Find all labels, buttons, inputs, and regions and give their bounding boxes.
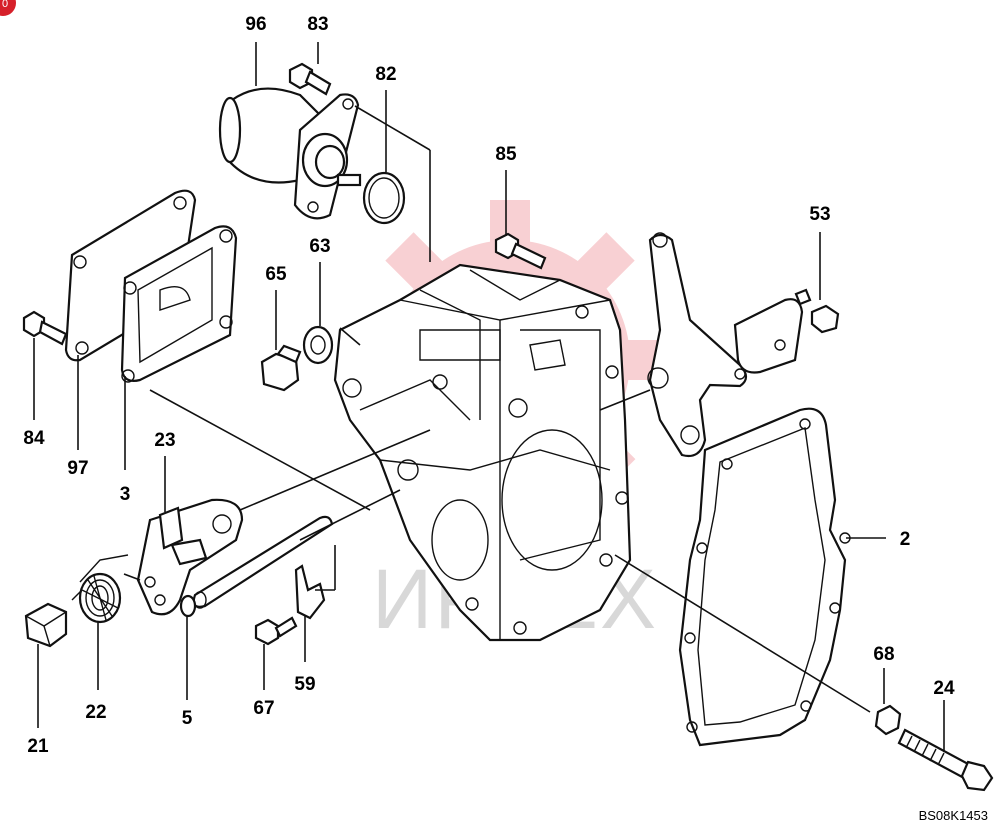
callout-22: 22	[85, 702, 106, 723]
drawing-code: BS08K1453	[919, 808, 988, 823]
gasket-2	[678, 407, 851, 747]
callouts: 96 83 82 85 53 65 63 84 97 3 23 2 68 24 …	[23, 14, 955, 757]
o-ring-82-inner	[368, 177, 400, 219]
bolt-84	[22, 310, 68, 346]
o-ring-82	[362, 171, 406, 225]
callout-96: 96	[245, 14, 266, 35]
ring-5	[179, 594, 197, 618]
callout-82: 82	[375, 64, 396, 85]
bolt-24	[897, 728, 994, 792]
callout-24: 24	[933, 678, 955, 699]
callout-3: 3	[120, 484, 131, 505]
plug-21	[24, 602, 68, 648]
nut-68	[874, 704, 902, 736]
washer-63-inner	[310, 335, 326, 355]
callout-63: 63	[309, 236, 330, 257]
spring-22	[71, 554, 129, 624]
solenoid	[218, 87, 362, 220]
callout-59: 59	[294, 674, 315, 695]
callout-21: 21	[27, 736, 49, 757]
bolt-83	[288, 62, 332, 96]
corner-badge: 0	[0, 0, 16, 16]
gear-case-housing	[333, 263, 632, 642]
lever-23	[136, 498, 244, 616]
callout-65: 65	[265, 264, 287, 285]
lever-53	[647, 232, 840, 458]
callout-23: 23	[154, 430, 175, 451]
leader-lines	[33, 42, 945, 752]
callout-68: 68	[873, 644, 894, 665]
bolt-67	[254, 616, 298, 646]
callout-53: 53	[809, 204, 830, 225]
cover-plate-3	[120, 225, 238, 383]
callout-2: 2	[900, 529, 911, 550]
callout-83: 83	[307, 14, 328, 35]
clip-59	[294, 564, 326, 620]
plug-65	[260, 344, 302, 392]
callout-67: 67	[253, 698, 274, 719]
corner-badge-label: 0	[2, 0, 9, 10]
callout-97: 97	[67, 458, 88, 479]
callout-84: 84	[23, 428, 45, 449]
callout-5: 5	[182, 708, 193, 729]
bolt-85	[494, 232, 547, 270]
washer-63	[302, 325, 334, 365]
callout-85: 85	[495, 144, 517, 165]
